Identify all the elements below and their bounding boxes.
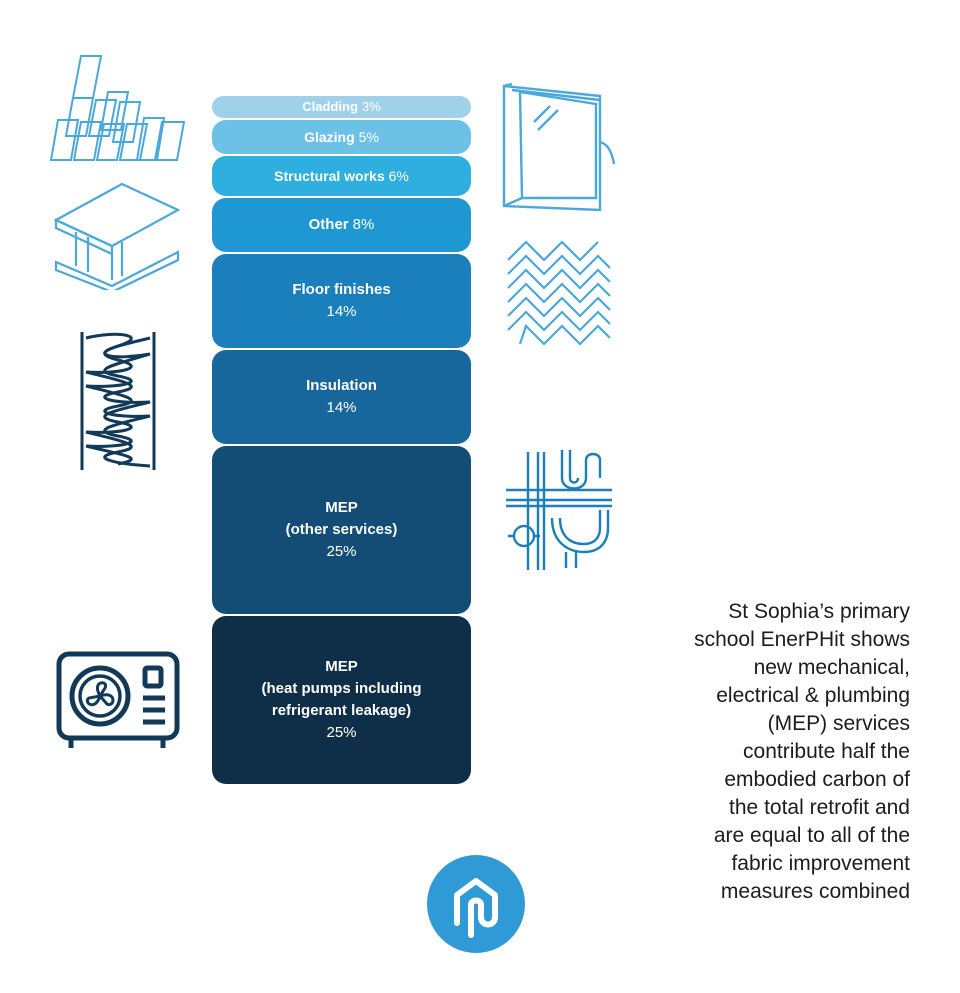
segment-value: 25% <box>326 542 357 560</box>
window-icon <box>500 82 620 214</box>
segment-label: Insulation <box>306 377 377 395</box>
segment-label: Floor finishes <box>292 281 391 298</box>
segment-value: 5% <box>358 128 379 145</box>
heat-pump-icon <box>55 650 181 752</box>
segment-value: 8% <box>352 215 375 233</box>
segment-value: 14% <box>326 398 357 416</box>
segment-value: 25% <box>326 723 357 741</box>
segment-label: Other <box>308 215 349 233</box>
segment-label: Cladding <box>302 98 358 114</box>
segment-label: Glazing <box>304 128 355 145</box>
segment-label: Structural works <box>274 167 385 184</box>
segment-value: 14% <box>326 302 357 320</box>
insulation-icon <box>78 330 158 472</box>
bar-segment-mep: MEP (heat pumps including refrigerant le… <box>212 615 471 784</box>
segment-value: 3% <box>361 98 381 114</box>
steel-beam-icon <box>52 180 182 290</box>
bar-segment-floor-finishes: Floor finishes 14% <box>212 253 471 348</box>
cladding-tiles-icon <box>48 52 188 167</box>
chart-caption: St Sophia’s primary school EnerPHit show… <box>694 600 910 903</box>
herringbone-floor-icon <box>506 240 612 346</box>
segment-value: 6% <box>388 167 409 184</box>
bar-segment-insulation: Insulation 14% <box>212 349 471 444</box>
segment-label: MEP (other services) <box>285 499 398 539</box>
house-p-logo <box>427 855 525 953</box>
bar-segment-mep: MEP (other services) 25% <box>212 445 471 614</box>
segment-label: MEP (heat pumps including refrigerant le… <box>261 658 422 719</box>
pipes-icon <box>504 448 614 574</box>
